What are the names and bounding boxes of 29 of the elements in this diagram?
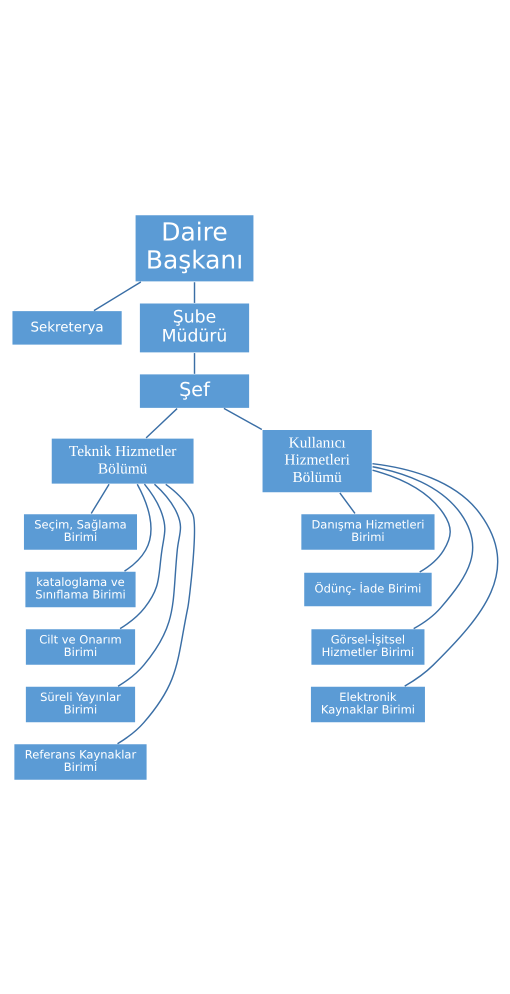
node-box: Teknik Hizmetler Bölümü — [50, 437, 194, 484]
node-box: Elektronik Kaynaklar Birimi — [310, 685, 426, 723]
connector — [118, 483, 182, 686]
node-box: kataloglama ve Sınıflama Birimi — [24, 570, 137, 608]
connector — [339, 492, 356, 514]
connector — [194, 282, 196, 302]
connector — [224, 407, 262, 430]
connector — [117, 483, 196, 744]
connector — [372, 466, 474, 629]
connector — [90, 483, 110, 514]
node-box: Kullanıcı Hizmetleri Bölümü — [262, 428, 373, 493]
node-box: Seçim, Sağlama Birimi — [23, 512, 138, 550]
connector — [372, 462, 498, 686]
node-box: Referans Kaynaklar Birimi — [13, 742, 148, 780]
node-box: Şef — [138, 372, 250, 408]
node-box: Görsel-İşitsel Hizmetler Birimi — [310, 628, 426, 666]
connector — [372, 469, 451, 572]
node-box: Süreli Yayınlar Birimi — [24, 685, 136, 723]
node-box: Sekreterya — [12, 310, 123, 346]
connector — [146, 408, 178, 438]
node-box: Ödünç- İade Birimi — [303, 571, 433, 607]
connector — [124, 483, 152, 572]
node-box: Şube Müdürü — [138, 302, 250, 353]
node-box: Danışma Hizmetleri Birimi — [300, 512, 436, 550]
connector — [120, 483, 166, 629]
connector — [194, 352, 196, 374]
node-box: Daire Başkanı — [134, 214, 254, 282]
connector — [94, 280, 142, 311]
node-box: Cilt ve Onarım Birimi — [24, 628, 136, 666]
